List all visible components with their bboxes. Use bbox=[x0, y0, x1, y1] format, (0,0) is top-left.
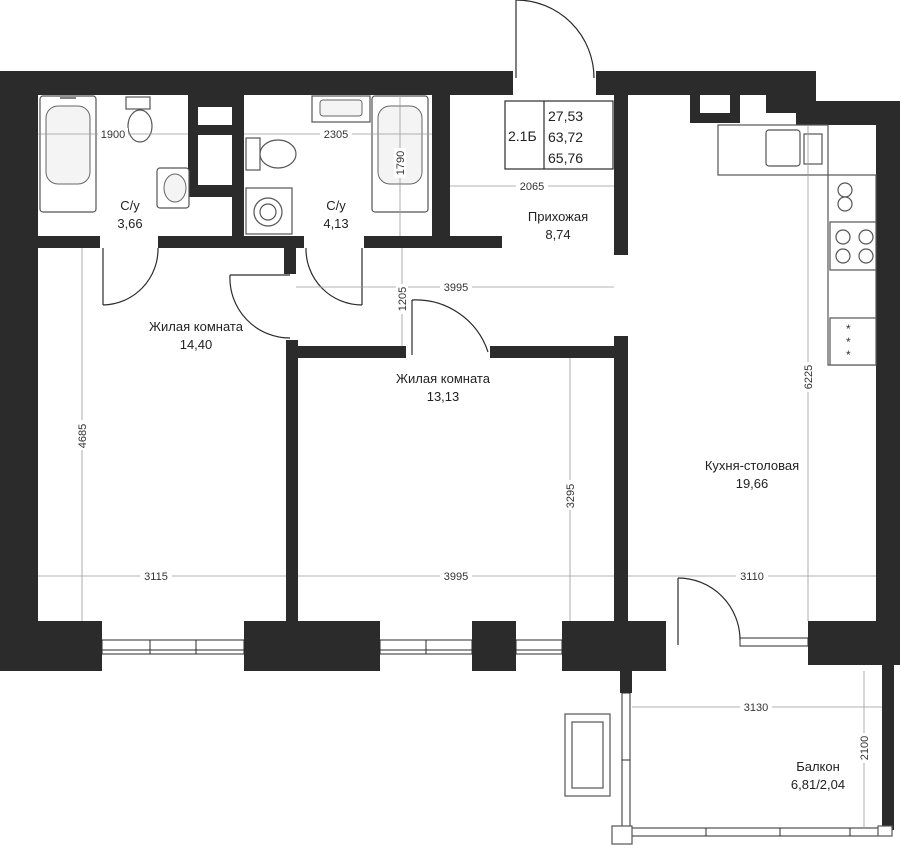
wall-bottom-2 bbox=[244, 621, 380, 671]
apartment-code: 2.1Б bbox=[508, 128, 537, 144]
balcony-door-swing bbox=[677, 577, 741, 641]
wall-living-divider bbox=[286, 340, 298, 621]
wall-shaft-bottom bbox=[188, 185, 244, 197]
dim-balcony-depth: 2100 bbox=[859, 736, 871, 760]
room-bath1-area: 3,66 bbox=[117, 216, 142, 231]
dim-corridor-length: 3995 bbox=[444, 282, 468, 294]
balcony-glazing-bottom bbox=[629, 827, 883, 837]
wall-kitchen-vent bbox=[766, 95, 796, 113]
room-kitchen-name: Кухня-столовая bbox=[705, 458, 799, 473]
balcony-glazing-left bbox=[621, 692, 631, 831]
dim-living2-width: 3995 bbox=[444, 571, 468, 583]
toilet-tank-icon bbox=[125, 96, 151, 110]
bath1-door-swing bbox=[102, 247, 159, 306]
dim-kitchen-width: 3110 bbox=[740, 571, 764, 583]
entrance-door-swing bbox=[515, 0, 595, 79]
wall-part-a bbox=[284, 248, 296, 274]
bath2-door-swing bbox=[305, 247, 363, 306]
dim-hall-width: 2065 bbox=[520, 181, 544, 193]
wall-shaft-mid bbox=[188, 125, 244, 135]
kitchen-sink-icon bbox=[765, 129, 801, 167]
wall-bath1-bottom-b bbox=[158, 236, 304, 248]
room-hall-name: Прихожая bbox=[528, 209, 588, 224]
wall-living2-top-a bbox=[286, 346, 406, 358]
balcony-right-wall bbox=[882, 665, 894, 830]
room-balcony-area: 6,81/2,04 bbox=[791, 777, 845, 792]
wall-bottom-1 bbox=[0, 621, 102, 671]
wall-shaft-left bbox=[188, 95, 198, 195]
windows bbox=[101, 637, 893, 845]
dim-corridor-depth: 1205 bbox=[397, 287, 409, 311]
window-3 bbox=[515, 639, 563, 655]
room-living2-name: Жилая комната bbox=[396, 371, 491, 386]
area-total-with-balcony: 65,76 bbox=[548, 150, 583, 166]
balcony-post-left bbox=[620, 671, 632, 693]
room-bath1-name: С/у bbox=[120, 198, 140, 213]
room-kitchen-area: 19,66 bbox=[736, 476, 769, 491]
room-labels: С/у 3,66 С/у 4,13 Прихожая 8,74 Жилая ко… bbox=[117, 198, 845, 792]
wall-left bbox=[0, 71, 38, 671]
kitchen-drainer-icon bbox=[803, 133, 823, 165]
info-box-frame bbox=[504, 100, 614, 170]
window-1 bbox=[101, 639, 245, 655]
bathtub-inner-icon bbox=[45, 105, 91, 185]
room-bath2-name: С/у bbox=[326, 198, 346, 213]
balcony-corner-post-right bbox=[877, 825, 893, 837]
svg-text:*: * bbox=[846, 335, 851, 349]
svg-text:*: * bbox=[846, 322, 851, 336]
wall-bath1-bottom-a bbox=[38, 236, 100, 248]
wall-hall-right bbox=[614, 95, 628, 255]
room-hall-area: 8,74 bbox=[545, 227, 570, 242]
wall-top-right bbox=[596, 71, 816, 95]
wall-bottom-5 bbox=[808, 621, 900, 665]
dim-living1-width: 3115 bbox=[144, 571, 168, 583]
wall-bottom-4 bbox=[562, 621, 666, 671]
sink-basin-icon bbox=[319, 99, 363, 117]
wall-bottom-3 bbox=[472, 621, 516, 671]
wall-kitchen-nub-hole bbox=[700, 95, 730, 113]
dim-living1-depth: 4685 bbox=[77, 424, 89, 448]
wall-shaft-right bbox=[232, 95, 244, 236]
fridge-icon bbox=[829, 317, 877, 366]
area-total: 63,72 bbox=[548, 129, 583, 145]
sink-basin-icon bbox=[163, 173, 187, 203]
room-living2-area: 13,13 bbox=[427, 389, 460, 404]
balcony-door-sill bbox=[739, 637, 809, 647]
fixtures: * * * bbox=[39, 95, 877, 797]
info-box: 2.1Б 27,53 63,72 65,76 bbox=[504, 100, 614, 170]
doors bbox=[102, 0, 741, 645]
walls bbox=[0, 71, 900, 830]
wall-living2-top-b bbox=[490, 346, 626, 358]
wall-bath2-right bbox=[432, 95, 450, 248]
toilet-bowl-icon bbox=[127, 109, 153, 143]
stove-burner-icon bbox=[835, 229, 851, 245]
wall-right bbox=[876, 101, 900, 621]
dim-balcony-width: 3130 bbox=[744, 702, 768, 714]
living1-door-swing bbox=[229, 274, 291, 339]
wall-kitchen-left bbox=[614, 336, 628, 621]
room-balcony-name: Балкон bbox=[796, 759, 840, 774]
wall-top-step bbox=[796, 71, 816, 104]
wall-top-left bbox=[0, 71, 513, 95]
toilet-bowl-icon bbox=[259, 139, 297, 169]
dim-bath2-width: 2305 bbox=[324, 129, 348, 141]
room-bath2-area: 4,13 bbox=[323, 216, 348, 231]
dim-bath2-depth: 1790 bbox=[395, 151, 407, 175]
dim-living2-depth: 3295 bbox=[565, 484, 577, 508]
dim-bath1-width: 1900 bbox=[101, 129, 125, 141]
room-living1-name: Жилая комната bbox=[149, 319, 244, 334]
wall-shaft-top bbox=[188, 95, 244, 107]
balcony-corner-post bbox=[611, 825, 633, 845]
toilet-tank-icon bbox=[245, 137, 261, 171]
dim-kitchen-depth: 6225 bbox=[803, 365, 815, 389]
area-living: 27,53 bbox=[548, 108, 583, 124]
living2-door-swing bbox=[411, 299, 489, 353]
dimension-labels: 1900 2305 1790 2065 3995 1205 4685 3295 … bbox=[76, 128, 871, 763]
kitchen-tap-icon bbox=[837, 182, 853, 198]
room-living1-area: 14,40 bbox=[180, 337, 213, 352]
svg-text:*: * bbox=[846, 348, 851, 362]
